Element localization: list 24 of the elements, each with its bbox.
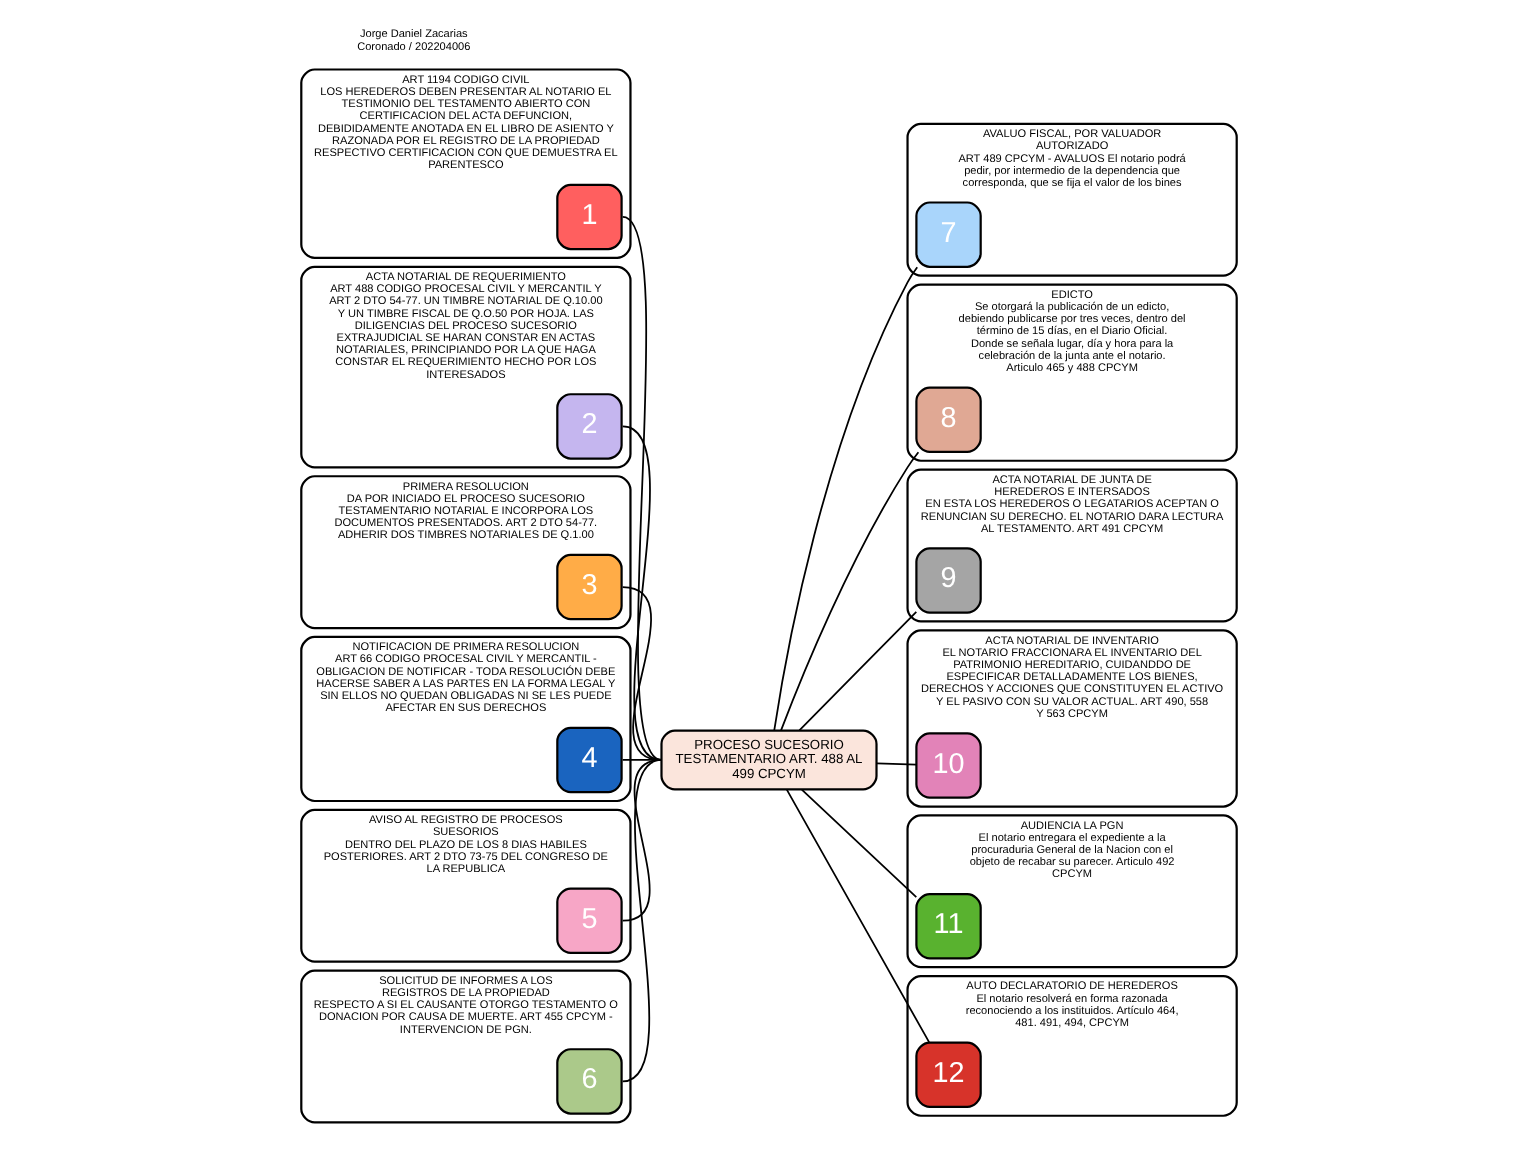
connector	[779, 451, 919, 732]
node-box: 8	[914, 386, 981, 453]
connector	[784, 788, 929, 1044]
node-box: 11	[914, 892, 981, 960]
node-box: 3	[555, 553, 622, 621]
connector	[620, 759, 662, 922]
node-box: 7	[914, 201, 981, 268]
connector	[620, 759, 662, 1083]
node-box: 9	[914, 547, 981, 614]
node-box: 1	[555, 183, 622, 251]
connector	[620, 425, 662, 761]
connector	[620, 216, 662, 761]
node-box: 2	[555, 393, 622, 460]
connector	[874, 762, 917, 766]
connector	[620, 586, 662, 761]
node-box: 12	[914, 1041, 981, 1108]
node-box: 10	[914, 732, 981, 799]
node-box: 6	[555, 1048, 622, 1115]
connector	[799, 788, 917, 898]
connector	[620, 759, 662, 761]
node-box: 4	[555, 726, 622, 794]
connector	[772, 266, 918, 732]
node-box: 5	[555, 887, 622, 954]
connector	[797, 611, 917, 732]
